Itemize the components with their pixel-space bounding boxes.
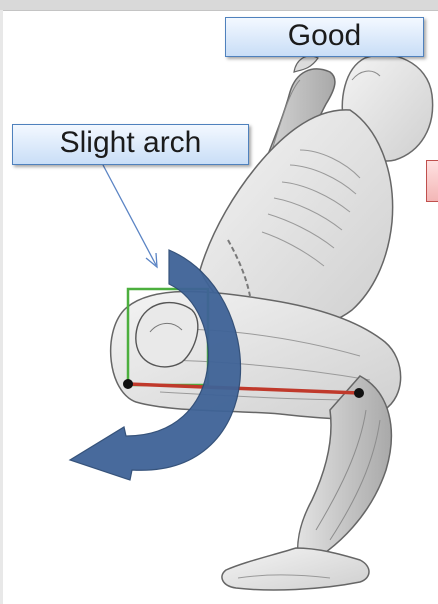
knee-joint-dot: [354, 388, 364, 398]
red-label-box: [426, 160, 438, 202]
rotation-arrow: [68, 249, 242, 481]
hip-joint-dot: [123, 379, 133, 389]
torso: [199, 109, 394, 330]
foot: [221, 547, 370, 591]
left-edge: [0, 10, 3, 604]
femur-line: [127, 382, 360, 395]
window-top-bar: [0, 0, 438, 11]
arch-pointer-head: [145, 252, 158, 269]
slight-arch-label: Slight arch: [12, 124, 249, 165]
good-label: Good: [225, 17, 424, 57]
arch-pointer-line: [102, 164, 157, 266]
